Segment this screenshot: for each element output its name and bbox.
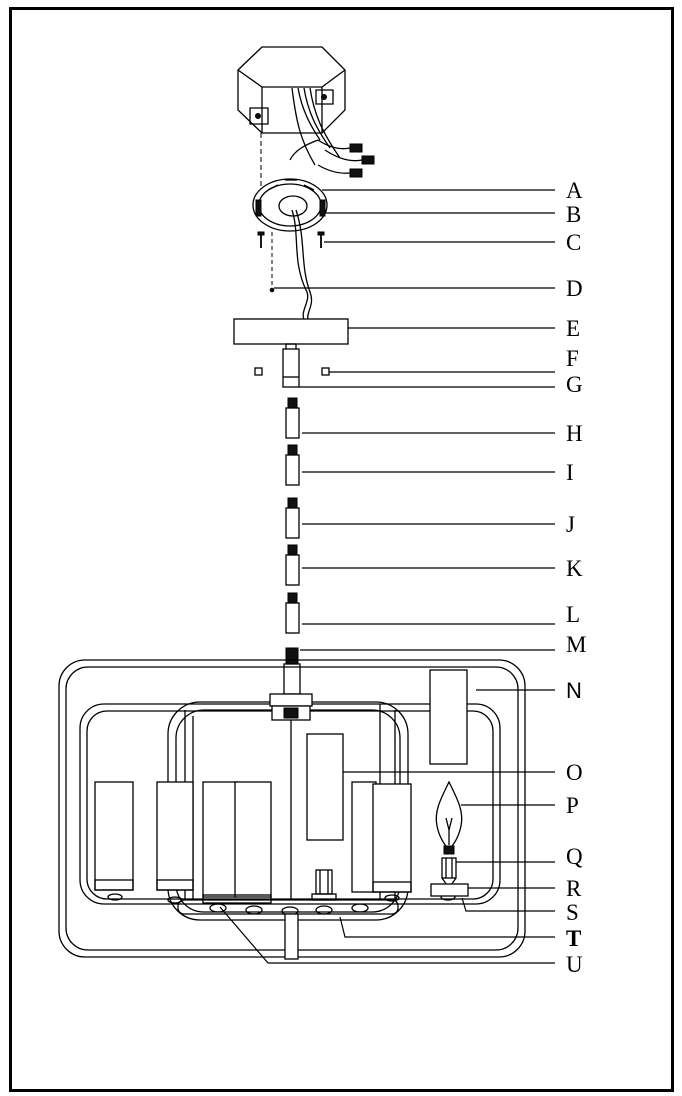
page-border [9,7,674,1092]
canopy [233,318,349,345]
label-e: E [566,316,580,341]
label-s: S [566,900,579,925]
candle-sleeves [94,781,412,904]
label-h: H [566,421,583,446]
label-p: P [566,793,579,818]
stem-rod-i [285,444,300,486]
leader-lines [219,189,555,964]
stem-rod-l [285,592,300,634]
center-hub [269,693,313,900]
stem-rod-h [285,397,300,439]
label-g: G [566,372,583,397]
rear-shade [429,669,468,765]
bottom-finial [284,913,299,960]
label-n: N [566,678,582,703]
mounting-screws [257,231,325,248]
label-k: K [566,556,583,581]
label-a: A [566,178,583,203]
label-i: I [566,460,574,485]
threaded-nipple [283,647,301,695]
mounting-plate [252,178,328,232]
coupling [282,348,300,388]
label-l: L [566,602,580,627]
wire-connectors [289,139,375,178]
canopy-lock-left [254,367,263,376]
stem-rod-k [285,544,300,586]
label-q: Q [566,844,583,869]
label-o: O [566,760,583,785]
part-labels: A B C D E F G H I J K L M N O P Q R S T … [566,178,586,977]
center-shade [306,733,344,841]
stem-rod-j [285,497,300,539]
label-r: R [566,876,582,901]
bulb-socket [441,857,457,890]
junction-box [237,46,346,166]
label-d: D [566,276,583,301]
label-c: C [566,230,581,255]
ground-screw [269,287,275,293]
candle-bulb [435,780,463,855]
label-f: F [566,346,579,371]
label-b: B [566,202,581,227]
canopy-lock-right [321,367,330,376]
label-u: U [566,952,583,977]
label-m: M [566,632,586,657]
label-j: J [566,512,575,537]
socket-cup [430,883,469,897]
label-t: T [566,926,581,951]
supply-wires [291,209,313,321]
mid-socket [311,869,337,901]
